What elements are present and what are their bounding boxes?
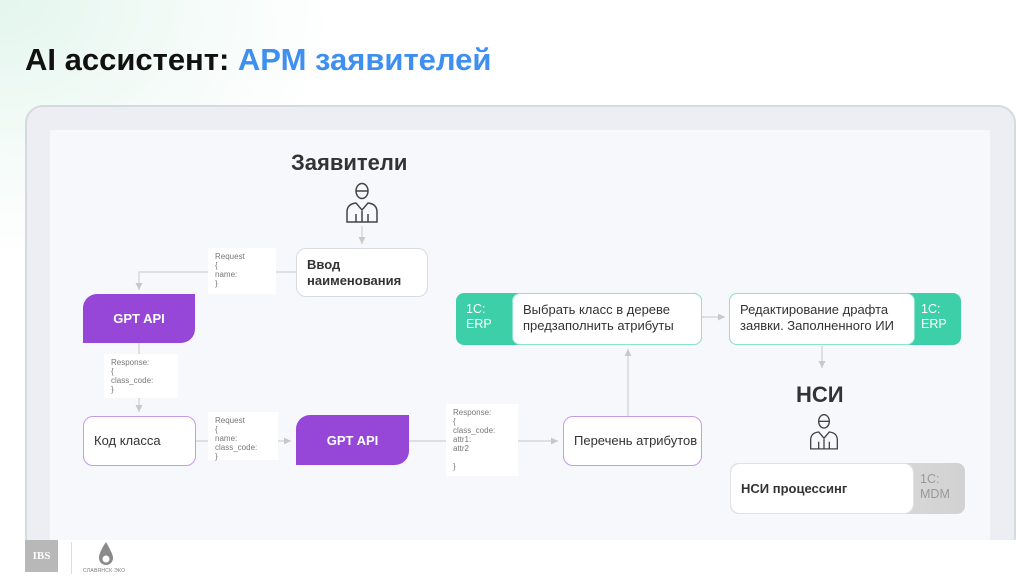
erp-label-1: 1С: ERP [466,302,492,331]
request-note-2: Request { name: class_code: } [208,412,278,461]
title-accent: АРМ заявителей [237,42,492,77]
gpt-api-block-1: GPT API [83,294,195,343]
input-name-box: Ввод наименования [296,248,428,297]
person-icon [810,414,838,450]
footer-divider [71,542,72,574]
partner-logo-drop [99,542,113,565]
edit-draft-box: Редактирование драфта заявки. Заполненно… [729,293,915,345]
response-note-2: Response: { class_code: attr1: attr2 } [446,404,518,476]
mdm-label: 1С: MDM [920,472,950,501]
page-title: AI ассистент: АРМ заявителей [25,42,491,78]
erp-label-2: 1С: ERP [921,302,947,331]
applicants-heading: Заявители [291,150,408,175]
person-icon [346,182,378,223]
partner-logo-text: СЛАВЯНСК ЭКО [83,568,126,574]
response-note-1: Response: { class_code: } [104,354,178,398]
select-class-box: Выбрать класс в дереве предзаполнить атр… [512,293,702,345]
erp-select-block: 1С: ERP Выбрать класс в дереве предзапол… [456,293,702,345]
nsi-heading: НСИ [796,382,844,407]
request-note-1: Request { name: } [208,248,276,294]
ibs-logo: IBS [25,540,58,572]
gpt-api-block-2: GPT API [296,415,409,465]
attributes-box: Перечень атрибутов [563,416,702,466]
nsi-processing-block: НСИ процессинг 1С: MDM [730,463,965,514]
class-code-box: Код класса [83,416,196,466]
footer: IBS СЛАВЯНСК ЭКО [0,540,1024,578]
erp-edit-block: Редактирование драфта заявки. Заполненно… [729,293,961,345]
nsi-processing-box: НСИ процессинг [730,463,914,514]
title-prefix: AI ассистент: [25,42,230,77]
